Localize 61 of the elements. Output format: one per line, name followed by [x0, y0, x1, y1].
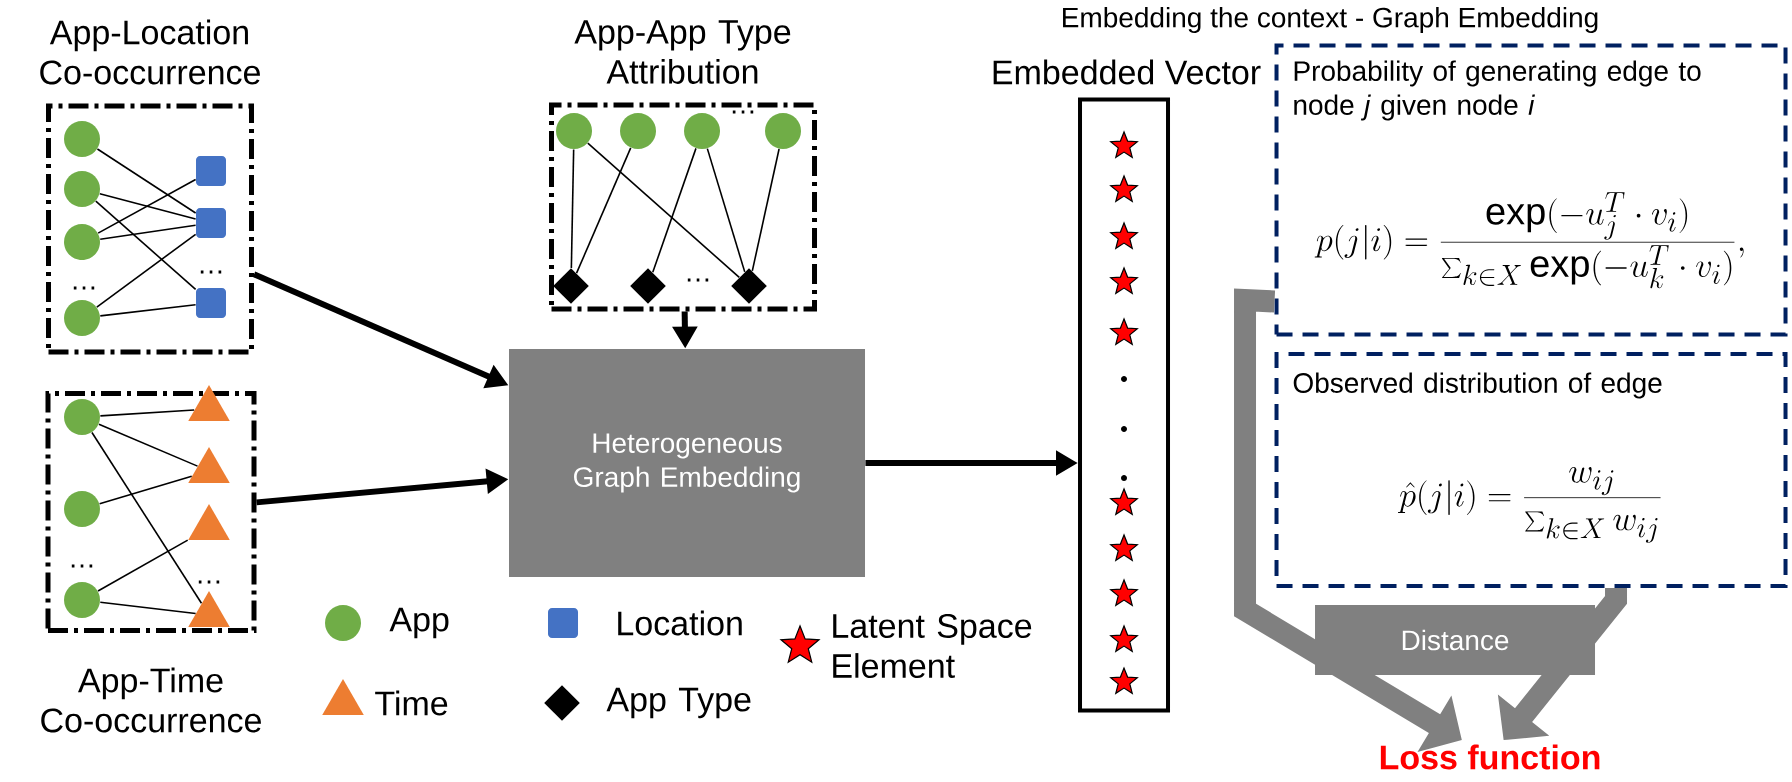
connector-line	[751, 148, 780, 272]
ellipsis: …	[71, 564, 93, 568]
legend-text: Time	[375, 690, 448, 716]
ellipsis: …	[198, 580, 220, 584]
connector-line	[99, 409, 195, 417]
ellipsis: …	[200, 270, 222, 274]
circle-vertex	[64, 399, 100, 435]
connector-line	[91, 431, 203, 605]
connector-line	[651, 147, 697, 274]
title: Embedding the context - Graph Embedding	[1063, 6, 1598, 34]
vector-heading: Embedded Vector	[993, 59, 1261, 85]
legend-text: App Type	[606, 687, 751, 719]
panel-heading: App-Location Co-occurrence	[40, 19, 260, 85]
circle-vertex	[64, 300, 100, 336]
connector-line	[97, 178, 197, 234]
square-vertex	[196, 288, 226, 318]
triangle-vertex	[188, 504, 230, 540]
legend-text: Location	[618, 610, 742, 636]
connector-line	[99, 304, 197, 317]
formula-box: Probability of generating edge to node j given node i $p(j|i) = \frac{\exp(-u_j^T \cdot v_i)}{\sum_{k \in X} \exp(-u_k^T \cdot v_i)},$	[1274, 43, 1788, 337]
triangle-vertex	[188, 385, 230, 421]
connector-line	[96, 233, 197, 308]
circle-vertex	[64, 582, 100, 618]
connector-line	[99, 224, 197, 241]
formula-box: Observed distribution of edge $\hat{p}(j|i) = \frac{w_{ij}}{\sum_{k \in X} w_{ij}}$	[1274, 352, 1788, 588]
connector-line	[97, 539, 189, 592]
circle-vertex	[64, 171, 100, 207]
connector-line	[95, 200, 197, 291]
connector-line	[570, 148, 575, 269]
legend-text: App	[389, 607, 449, 639]
edge-label: Distance	[1315, 605, 1595, 675]
triangle-vertex	[188, 591, 230, 627]
connector-line	[98, 423, 199, 467]
ellipsis: …	[73, 286, 95, 290]
ellipsis: …	[732, 110, 754, 114]
connector-line	[587, 142, 741, 279]
result-text: Loss function	[1380, 744, 1600, 770]
square-vertex	[196, 208, 226, 238]
circle-vertex	[64, 491, 100, 527]
connector-line	[706, 147, 746, 273]
circle-vertex	[765, 113, 801, 149]
connector-line	[99, 192, 197, 220]
diamond-vertex	[731, 268, 767, 304]
circle-vertex	[620, 113, 656, 149]
connector-line	[98, 475, 193, 505]
connector-line	[575, 147, 632, 274]
circle-vertex	[64, 121, 100, 157]
square-vertex	[196, 156, 226, 186]
panel-heading: App-Time Co-occurrence	[41, 667, 261, 733]
panel-heading: App-App Type Attribution	[574, 20, 791, 84]
connector-line	[99, 601, 197, 615]
ellipsis: …	[687, 278, 709, 282]
legend-text: Latent Space Element	[833, 613, 1032, 679]
process-box: Heterogeneous Graph Embedding	[509, 349, 865, 577]
diamond-vertex	[553, 268, 589, 304]
triangle-vertex	[188, 447, 230, 483]
circle-vertex	[556, 113, 592, 149]
circle-vertex	[64, 224, 100, 260]
connector-line	[96, 148, 197, 214]
diamond-vertex	[630, 268, 666, 304]
circle-vertex	[684, 113, 720, 149]
